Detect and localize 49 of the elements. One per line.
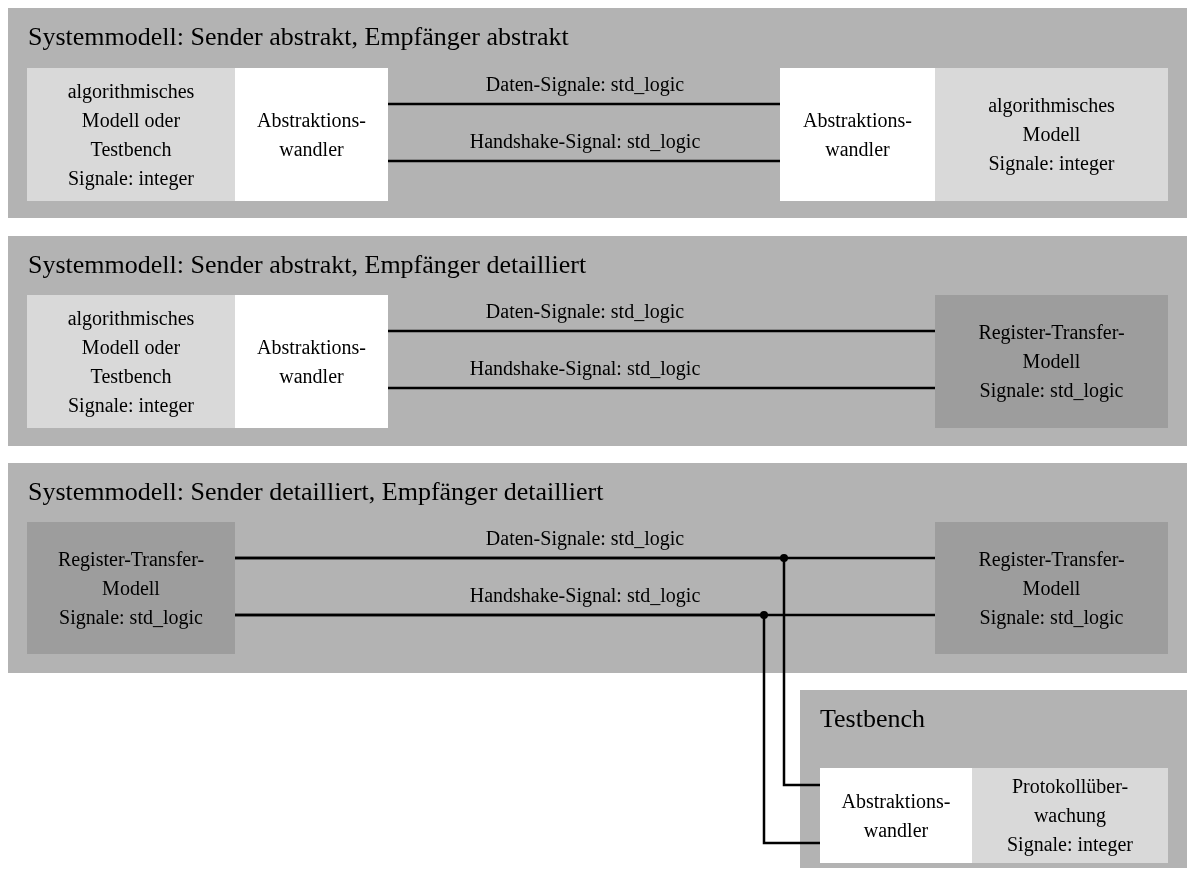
box-text: Register-Transfer- Modell: [977, 320, 1126, 374]
group-panel: [8, 463, 1187, 673]
model-box: [780, 68, 935, 201]
group-panel: [800, 690, 1187, 868]
signal-line: [388, 329, 935, 333]
box-text: Abstraktions- wandler: [256, 107, 367, 162]
edge-label: Handshake-Signal: std_logic: [469, 356, 701, 380]
model-box: [27, 68, 235, 201]
signal-line: [235, 556, 820, 787]
model-box: [972, 768, 1168, 863]
model-box: [935, 522, 1168, 654]
signal-line: [235, 613, 820, 845]
box-text: Abstraktions- wandler: [802, 107, 913, 162]
box-text: Signale: integer: [988, 151, 1115, 177]
panel-title: Systemmodell: Sender abstrakt, Empfänger abstrakt: [28, 22, 569, 52]
box-text: Abstraktions- wandler: [256, 334, 367, 389]
edge-label: Handshake-Signal: std_logic: [469, 129, 701, 153]
box-text: Signale: std_logic: [979, 604, 1124, 631]
model-box: [27, 295, 235, 428]
model-box: [235, 68, 388, 201]
model-box: [820, 768, 972, 863]
panel-title: Systemmodell: Sender detailliert, Empfänger detailliert: [28, 477, 604, 507]
signal-line: [388, 102, 780, 106]
box-text: algorithmisches Modell: [987, 93, 1116, 147]
box-text: Signale: integer: [67, 392, 195, 419]
box-text: Signale: integer: [67, 165, 195, 192]
edge-label: Daten-Signale: std_logic: [485, 72, 685, 96]
edge-label: Handshake-Signal: std_logic: [469, 583, 701, 607]
edge-label: Daten-Signale: std_logic: [485, 526, 685, 550]
box-text: Signale: std_logic: [59, 604, 203, 631]
box-text: Signale: std_logic: [979, 378, 1124, 404]
group-panel: [8, 236, 1187, 446]
panel-title: Testbench: [820, 704, 926, 734]
group-panel: [8, 8, 1187, 218]
box-text: Signale: integer: [1006, 832, 1134, 858]
box-text: Register-Transfer- Modell: [56, 546, 206, 601]
box-text: Protokollüber- wachung: [1010, 774, 1130, 829]
box-text: Abstraktions- wandler: [840, 788, 952, 843]
model-box: [27, 522, 235, 654]
box-text: Register-Transfer- Modell: [977, 546, 1126, 601]
box-text: algorithmisches Modell oder Testbench: [66, 78, 196, 162]
model-box: [235, 295, 388, 428]
panel-title: Systemmodell: Sender abstrakt, Empfänger detailliert: [28, 250, 587, 280]
edge-label: Daten-Signale: std_logic: [485, 299, 685, 323]
model-box: [935, 68, 1168, 201]
signal-line: [388, 159, 780, 163]
signal-line: [388, 386, 935, 390]
box-text: algorithmisches Modell oder Testbench: [66, 305, 196, 389]
model-box: [935, 295, 1168, 428]
